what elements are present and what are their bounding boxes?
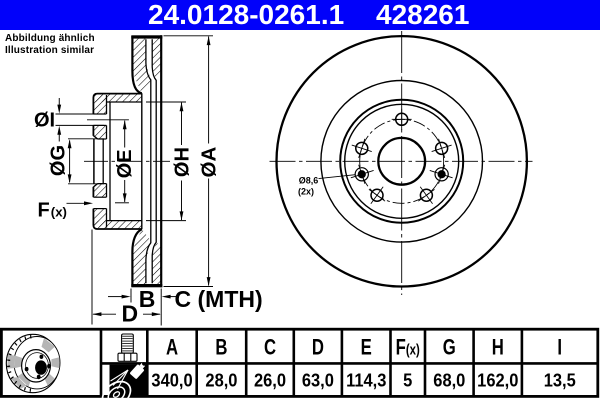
svg-text:68,0: 68,0 bbox=[433, 369, 465, 390]
svg-text:114,3: 114,3 bbox=[346, 369, 387, 390]
svg-text:ØI: ØI bbox=[34, 110, 55, 132]
svg-text:ØE: ØE bbox=[114, 149, 136, 178]
svg-text:428261: 428261 bbox=[376, 0, 469, 30]
svg-text:C (MTH): C (MTH) bbox=[175, 286, 263, 312]
svg-text:D: D bbox=[312, 335, 324, 360]
svg-text:28,0: 28,0 bbox=[205, 369, 237, 390]
svg-text:A: A bbox=[166, 335, 178, 360]
svg-text:B: B bbox=[215, 335, 227, 360]
svg-text:C: C bbox=[264, 335, 276, 360]
svg-text:24.0128-0261.1: 24.0128-0261.1 bbox=[148, 0, 344, 30]
svg-text:13,5: 13,5 bbox=[544, 369, 576, 390]
svg-text:ØA: ØA bbox=[198, 147, 221, 178]
svg-text:D: D bbox=[121, 301, 138, 327]
svg-text:G: G bbox=[443, 335, 456, 360]
svg-text:H: H bbox=[492, 335, 504, 360]
svg-text:63,0: 63,0 bbox=[302, 369, 334, 390]
svg-text:(2x): (2x) bbox=[298, 186, 314, 196]
svg-text:5: 5 bbox=[403, 369, 412, 390]
svg-text:B: B bbox=[139, 286, 156, 312]
svg-text:E: E bbox=[361, 335, 372, 360]
svg-text:I: I bbox=[557, 335, 562, 360]
svg-text:Ø8,6: Ø8,6 bbox=[299, 175, 319, 185]
svg-text:340,0: 340,0 bbox=[151, 369, 192, 390]
svg-text:F: F bbox=[38, 200, 50, 222]
svg-text:26,0: 26,0 bbox=[254, 369, 286, 390]
svg-text:Illustration similar: Illustration similar bbox=[5, 45, 94, 56]
svg-text:Abbildung ähnlich: Abbildung ähnlich bbox=[5, 33, 95, 44]
svg-text:ØG: ØG bbox=[48, 145, 70, 176]
svg-text:162,0: 162,0 bbox=[477, 369, 518, 390]
svg-text:(x): (x) bbox=[51, 205, 67, 220]
svg-text:ØH: ØH bbox=[171, 147, 193, 177]
